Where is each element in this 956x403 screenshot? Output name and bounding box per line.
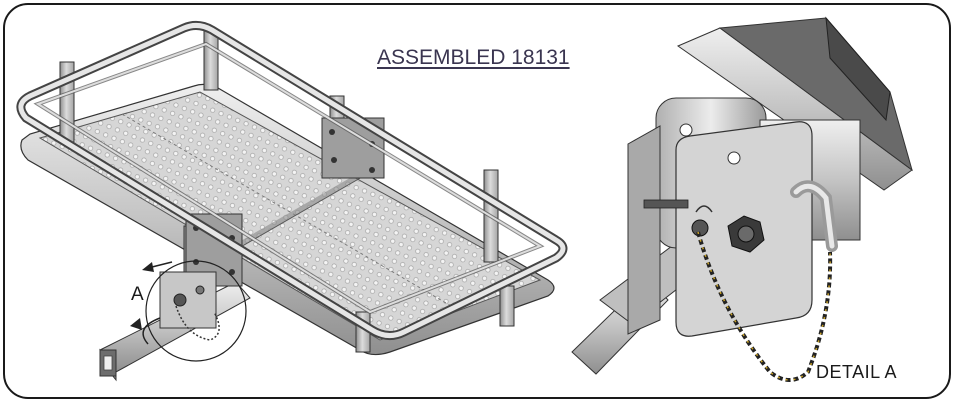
detail-a-callout-circle [145, 260, 247, 362]
detail-view-label: DETAIL A [816, 362, 898, 382]
hitch-mount-plate [159, 271, 220, 341]
detail-back-plate [627, 125, 661, 335]
detail-hex-nut [727, 215, 765, 253]
drawing-title: ASSEMBLED 18131 [377, 46, 570, 69]
rotation-arrow-lower [130, 317, 161, 345]
callout-label-a: A [131, 284, 144, 305]
cargo-carrier [16, 20, 568, 382]
detail-clip [691, 205, 713, 237]
detail-hitch-pin [643, 199, 689, 209]
detail-a-view [571, 16, 913, 382]
rotation-arrow-upper [142, 261, 173, 272]
